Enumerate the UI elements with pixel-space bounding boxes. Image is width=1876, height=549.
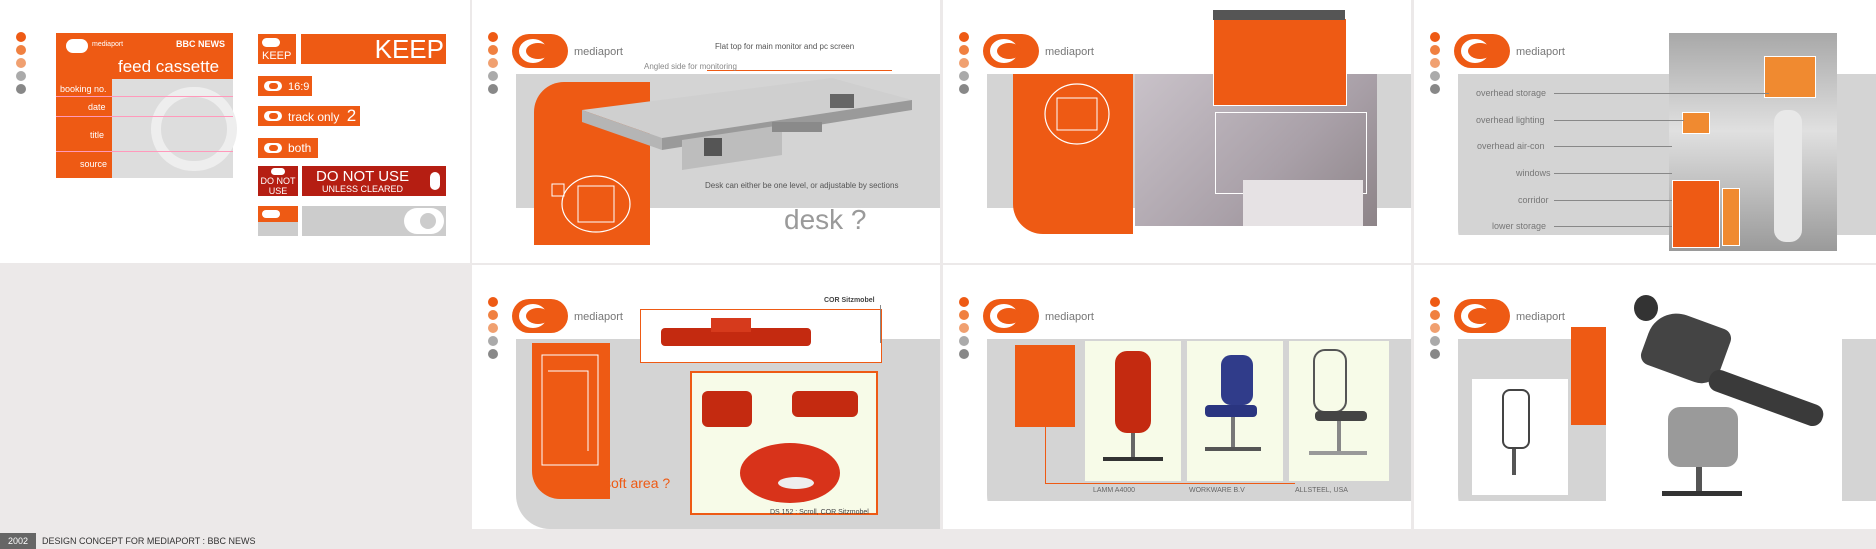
field-title: title [90,130,105,140]
do-not-use-big[interactable]: DO NOT USE UNLESS CLEARED [302,166,446,196]
field-booking-no: booking no. [60,84,107,94]
nav-dots [488,297,500,362]
label-overhead-storage: overhead storage [1476,88,1547,98]
feed-cassette-card: mediaport BBC NEWS feed cassette booking… [56,33,237,178]
sofa-photo-main [690,371,878,515]
panel-desk: mediaport Flat top for main monitor and … [472,0,940,263]
desk-heading: desk ? [784,204,867,235]
annotation-flat-top: Flat top for main monitor and pc screen [715,42,855,51]
card-title: feed cassette [118,57,220,76]
nav-dots [959,297,971,362]
person-in-chair-photo [1606,287,1842,507]
keep-small-button[interactable]: KEEP [258,34,296,64]
desk-render [582,78,912,170]
label-overhead-aircon: overhead air-con [1477,141,1545,151]
nav-dots [1430,297,1442,362]
desk-floorplan-icon [551,175,631,233]
field-date: date [88,102,106,112]
toggle-large[interactable] [302,206,446,236]
toggle-icon [264,111,282,121]
annotation-desk-levels: Desk can either be one level, or adjusta… [705,181,899,190]
cor-label: COR Sitzmobel [824,297,875,304]
chair-label-workware: WORKWARE B.V [1189,487,1245,494]
chairs-plan-box [1015,345,1075,427]
chair-photo-1 [1085,341,1181,481]
chair-label-allsteel: ALLSTEEL, USA [1295,487,1348,494]
ds152-caption: DS 152 : Scroll, COR Sitzmobel [770,509,869,516]
panel-room: mediaport [943,0,1411,263]
toggle-small[interactable] [258,206,298,222]
chair-detail-photo [1472,379,1568,495]
keep-big-button[interactable]: KEEP [301,34,446,64]
track-only-button[interactable]: track only 2 [258,106,360,126]
panel-chairs: mediaport LAMM A4000 WORKWARE B.V ALLSTE… [943,265,1411,529]
chair-photo-3 [1289,341,1389,481]
label-corridor: corridor [1518,195,1549,205]
soft-area-floorplan-icon [541,354,599,466]
label-overhead-lighting: overhead lighting [1476,115,1545,125]
do-not-use-small[interactable]: DO NOT USE [258,166,298,196]
card-logo-text: mediaport [92,41,124,48]
soft-area-heading: soft area ? [604,475,671,491]
toggle-icon [264,81,282,91]
panel-corridor: mediaport overhead storage overhead ligh… [1414,0,1876,263]
bbc-news-logo: BBC NEWS [176,39,225,49]
room-floorplan-icon [1044,83,1110,145]
ratio-button[interactable]: 16:9 [258,76,312,96]
nav-dots [959,32,971,97]
nav-dots [16,32,28,97]
field-source: source [80,159,108,169]
sofa-photo-top [640,309,882,363]
panel-feed-cassette: mediaport BBC NEWS feed cassette booking… [0,0,470,263]
annotation-angled: Angled side for monitoring [644,62,737,71]
label-windows: windows [1516,168,1551,178]
label-lower-storage: lower storage [1492,221,1547,231]
chair-label-lamm: LAMM A4000 [1093,487,1136,494]
nav-dots [488,32,500,97]
chair-photo-2 [1187,341,1283,481]
panel-ergonomic: mediaport [1414,265,1876,529]
footer-caption: DESIGN CONCEPT FOR MEDIAPORT : BBC NEWS [42,536,256,546]
toggle-icon [264,143,282,153]
panel-soft-area: mediaport COR Sitzmobel soft area ? DS 1… [472,265,940,529]
footer-year: 2002 [0,533,36,549]
nav-dots [1430,32,1442,97]
both-button[interactable]: both [258,138,318,158]
